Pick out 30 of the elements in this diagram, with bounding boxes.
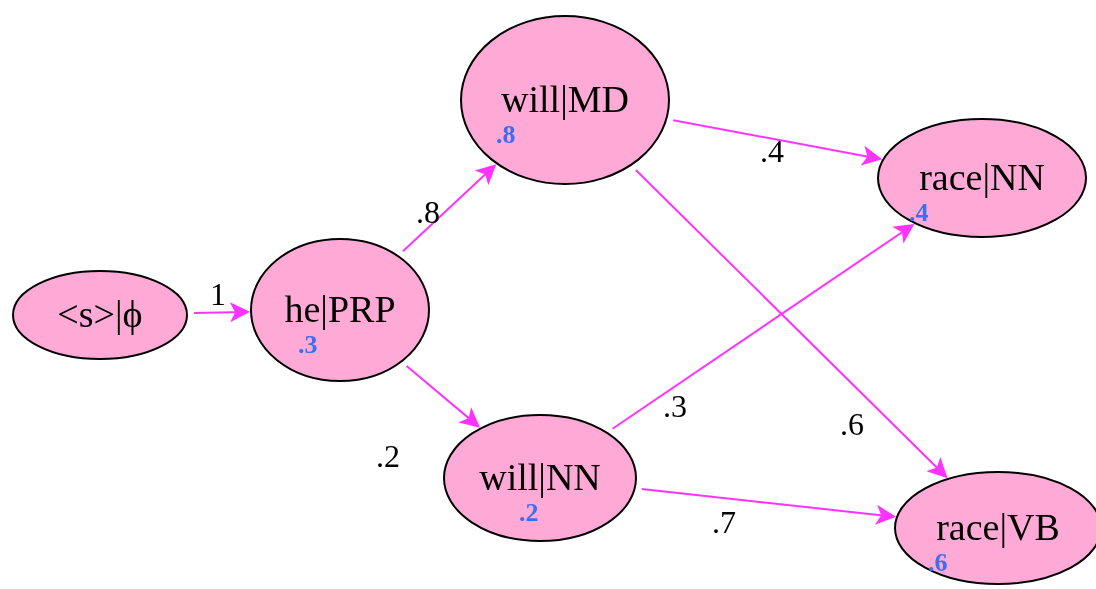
- arrow: [640, 488, 896, 525]
- edge-label: .3: [663, 390, 687, 422]
- edge-label: .4: [760, 135, 784, 167]
- probability-value: .6: [928, 548, 948, 578]
- edge-label: .7: [712, 506, 736, 538]
- node-label: race|NN: [919, 156, 1045, 199]
- node-label: will|NN: [479, 456, 601, 499]
- node-label: <s>|ϕ: [57, 294, 143, 336]
- node-label: race|VB: [936, 506, 1060, 549]
- edge-label: 1: [210, 278, 226, 310]
- arrow: [672, 119, 883, 166]
- edge-label: .6: [840, 408, 864, 440]
- probability-value: .3: [298, 330, 318, 360]
- arrow: [401, 164, 497, 253]
- edge-label: .2: [376, 440, 400, 472]
- probability-value: .2: [519, 498, 539, 528]
- probability-value: .4: [909, 198, 929, 228]
- node-ellipse: [12, 270, 188, 360]
- arrow: [611, 223, 915, 430]
- node-ellipse: [460, 15, 670, 185]
- arrow: [634, 169, 948, 479]
- arrow: [405, 365, 481, 428]
- arrow: [192, 302, 251, 323]
- node-ellipse: [443, 414, 637, 542]
- node-ellipse: [250, 238, 430, 382]
- node-label: he|PRP: [284, 288, 396, 331]
- probability-value: .8: [496, 120, 516, 150]
- node-label: will|MD: [501, 78, 629, 121]
- edge-label: .8: [416, 196, 440, 228]
- node-ellipse: [877, 118, 1087, 238]
